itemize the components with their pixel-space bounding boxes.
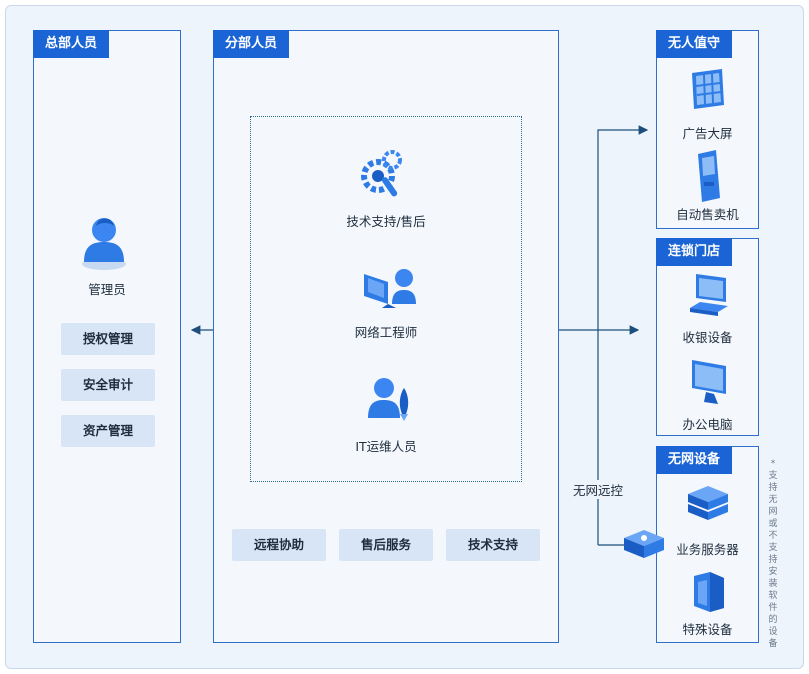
office-computer-icon (692, 360, 726, 404)
asset-management-button[interactable]: 资产管理 (61, 415, 155, 447)
no-network-title: 无网设备 (656, 446, 733, 474)
it-ops-rocket-icon (368, 378, 409, 421)
ad-screen-icon (692, 69, 724, 109)
security-audit-button[interactable]: 安全审计 (61, 369, 155, 401)
remote-assist-button[interactable]: 远程协助 (232, 529, 326, 561)
business-server-label: 业务服务器 (676, 542, 739, 557)
special-device-label: 特殊设备 (682, 622, 733, 637)
chain-store-title: 连锁门店 (656, 238, 733, 266)
roles-group (250, 116, 522, 482)
gears-wrench-icon (361, 150, 402, 197)
engineer-computer-icon (364, 269, 416, 308)
hq-title: 总部人员 (33, 30, 110, 58)
special-device-icon (694, 572, 724, 612)
vending-machine-label: 自动售卖机 (676, 207, 739, 222)
it-ops-label: IT运维人员 (355, 439, 417, 454)
authorization-button[interactable]: 授权管理 (61, 323, 155, 355)
branch-title: 分部人员 (213, 30, 290, 58)
tech-support-role-label: 技术支持/售后 (346, 214, 426, 229)
no-network-footnote: *支持无网或不支持安装软件的设备 (768, 459, 778, 649)
business-server-icon (688, 486, 728, 520)
no-network-link-label: 无网远控 (565, 480, 631, 499)
unattended-arrow (597, 125, 649, 545)
vending-machine-icon (698, 150, 720, 202)
ad-screen-label: 广告大屏 (682, 126, 733, 141)
after-sales-button[interactable]: 售后服务 (339, 529, 433, 561)
tech-support-button[interactable]: 技术支持 (446, 529, 540, 561)
office-computer-label: 办公电脑 (682, 417, 733, 432)
admin-label: 管理员 (88, 282, 126, 297)
gateway-device-icon (624, 530, 664, 558)
admin-user-icon (82, 218, 126, 270)
network-engineer-label: 网络工程师 (341, 322, 431, 341)
cash-register-icon (690, 274, 728, 316)
unattended-title: 无人值守 (656, 30, 733, 58)
chain-store-panel: 连锁门店 (656, 238, 759, 436)
cash-register-label: 收银设备 (682, 330, 733, 345)
